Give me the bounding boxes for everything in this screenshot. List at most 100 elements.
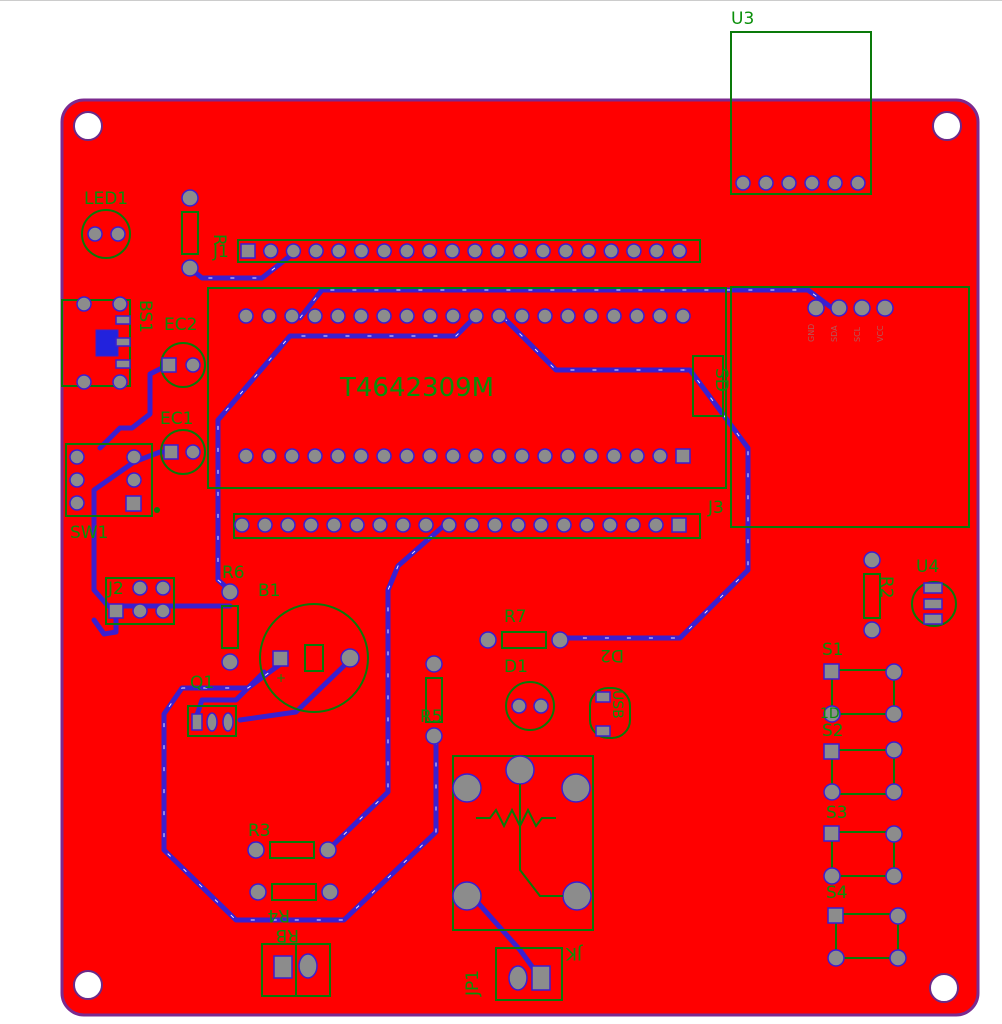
r4-label: R4 <box>267 905 290 925</box>
r5: R5 <box>420 655 443 745</box>
pad <box>257 517 273 533</box>
pad <box>491 448 507 464</box>
j2: J2 <box>105 577 175 625</box>
j1-label: J1 <box>212 242 229 262</box>
pad <box>376 448 392 464</box>
pad <box>331 243 347 259</box>
pad <box>603 243 619 259</box>
pad <box>468 308 484 324</box>
r5-label: R5 <box>420 707 443 727</box>
pad <box>444 243 461 259</box>
sw1-label: SW1 <box>70 523 108 543</box>
pad <box>330 448 346 464</box>
pad <box>560 448 576 464</box>
svg-text:SCL: SCL <box>853 326 862 342</box>
pad <box>399 448 415 464</box>
pad <box>510 517 526 533</box>
r2: R2 <box>863 551 896 639</box>
switch-s1: S1 <box>822 640 903 723</box>
r3: R3 <box>247 821 337 859</box>
pad <box>533 517 549 533</box>
resistor-r-top: R <box>181 189 229 277</box>
side-module: GND SDA SCL VCC <box>730 286 970 528</box>
pad <box>758 175 774 191</box>
pad <box>468 448 484 464</box>
j1-header: J1 <box>212 239 701 263</box>
pad <box>514 308 530 324</box>
pad <box>284 308 300 324</box>
bs1-label: BS1 <box>135 300 155 333</box>
pad <box>804 175 820 191</box>
pad <box>735 175 751 191</box>
pad <box>652 448 668 464</box>
pad <box>671 243 688 259</box>
jp1: JP1 <box>463 947 563 1001</box>
pad <box>629 448 645 464</box>
mount-hole-bl <box>73 970 103 1000</box>
pad <box>850 175 866 191</box>
pad <box>512 243 529 259</box>
pad <box>560 308 576 324</box>
pad <box>652 308 668 324</box>
bs1: BS1 <box>61 296 155 390</box>
pad <box>353 308 369 324</box>
pad <box>326 517 342 533</box>
pad <box>280 517 296 533</box>
pad <box>467 243 483 259</box>
ec2: EC2 <box>160 315 206 388</box>
j3-label: J3 <box>707 498 724 518</box>
d1-label: D1 <box>504 657 528 677</box>
ec2-label: EC2 <box>164 315 197 335</box>
j3-header: J3 <box>233 498 724 539</box>
led1-label: LED1 <box>84 189 128 209</box>
ic-main: T4642309M <box>207 287 727 489</box>
svg-text:SDA: SDA <box>830 325 839 342</box>
d2-label: D2 <box>600 645 624 665</box>
pad <box>583 308 599 324</box>
pad <box>445 448 461 464</box>
pad <box>418 517 434 533</box>
pad <box>602 517 618 533</box>
pad <box>353 448 369 464</box>
switch-s2: S2 <box>822 721 903 801</box>
mount-hole-tr <box>932 111 962 141</box>
q1-label: Q1 <box>190 673 214 693</box>
pad <box>307 308 323 324</box>
pad <box>827 175 843 191</box>
usb-label: USB <box>609 690 625 719</box>
pad <box>395 517 411 533</box>
pad <box>422 308 438 324</box>
pad <box>261 448 277 464</box>
r4: R4 <box>249 883 339 925</box>
svg-text:+: + <box>276 671 286 685</box>
r3-label: R3 <box>248 821 271 841</box>
sw1: SW1 <box>65 443 160 543</box>
pad <box>675 448 691 464</box>
pad <box>487 517 503 533</box>
pad <box>558 243 574 259</box>
pad <box>303 517 319 533</box>
r7: R7 <box>479 607 569 649</box>
ec1: EC1 <box>160 409 206 475</box>
pad <box>376 308 392 324</box>
r6: R6 <box>221 563 245 671</box>
pad <box>537 448 553 464</box>
pad <box>238 448 254 464</box>
usb-part: USB <box>589 687 631 739</box>
pad <box>330 308 346 324</box>
pad <box>372 517 388 533</box>
pad <box>349 517 365 533</box>
s1-label: S1 <box>822 640 844 660</box>
ic-main-label: T4642309M <box>339 373 494 403</box>
pad <box>489 243 506 259</box>
pad <box>240 243 256 259</box>
pad <box>648 517 664 533</box>
relay-jk: JK <box>452 755 594 963</box>
r6-label: R6 <box>222 563 245 583</box>
jk-label: JK <box>565 943 583 963</box>
pad <box>261 308 277 324</box>
svg-text:GND: GND <box>807 324 816 342</box>
pad <box>238 308 254 324</box>
pad <box>671 517 687 533</box>
